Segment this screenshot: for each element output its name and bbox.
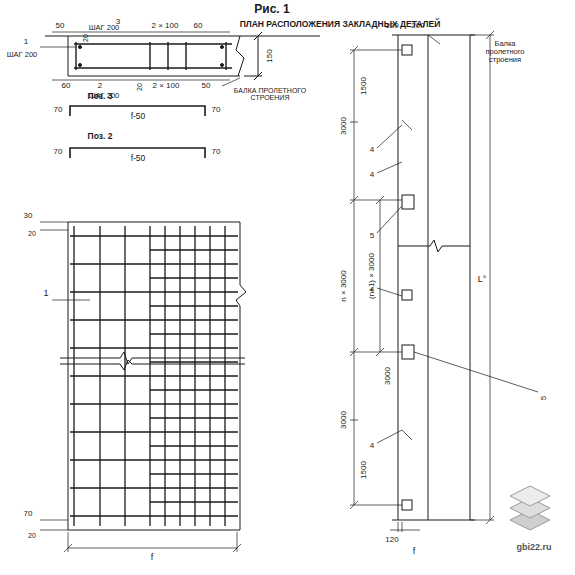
embedded-plan <box>350 31 538 532</box>
rebar-line <box>150 473 238 474</box>
rebar-line <box>150 305 238 306</box>
drawing-label: 2 × 100 <box>152 22 179 30</box>
drawing-label: ПЛАН РАСПОЛОЖЕНИЯ ЗАКЛАДНЫХ ДЕТАЛЕЙ <box>240 20 441 29</box>
drawing-label: 1500 <box>360 77 368 95</box>
drawing-label: 200 <box>411 22 424 30</box>
drawing-label: 1500 <box>360 461 368 479</box>
drawing-label: 120 <box>385 536 398 544</box>
rebar-line <box>70 347 238 348</box>
drawing-label: L° <box>478 275 487 284</box>
rebar-line <box>70 235 238 236</box>
drawing-label: Рис. 1 <box>254 3 289 16</box>
drawing-label: ШАГ 200 <box>7 51 38 59</box>
drawing-label: 20 <box>28 532 36 539</box>
drawing-label: 20 <box>136 83 143 91</box>
drawing-label: 4 <box>370 286 374 294</box>
drawing-label: f <box>151 553 154 562</box>
drawing-label: 1 <box>43 289 48 298</box>
drawing-label: f-50 <box>131 112 146 121</box>
drawing-label: 5 <box>540 396 548 400</box>
drawing-label: 4 <box>370 146 374 154</box>
drawing-label: 3000 <box>384 367 392 385</box>
drawing-label: Балка пролетного строения <box>475 40 535 64</box>
rebar-line <box>150 277 238 278</box>
drawing-label: 4 <box>370 171 374 179</box>
drawing-label: 3000 <box>340 117 348 135</box>
drawing-label: 50 <box>56 22 65 30</box>
drawing-label: ШАГ 200 <box>89 24 120 32</box>
drawing-label: Поз. 2 <box>88 132 113 141</box>
rebar-line <box>70 459 238 460</box>
drawing-label: 120 <box>385 22 398 30</box>
drawing-label: n × 3000 <box>340 270 348 301</box>
drawing-label: 60 <box>62 82 71 90</box>
beam-section <box>40 32 320 86</box>
drawing-label: 150 <box>266 49 274 62</box>
rebar-line <box>150 361 238 362</box>
drawing-label: 2 <box>98 82 102 90</box>
drawing-label: gbi22.ru <box>516 543 551 552</box>
rebar-line <box>70 291 238 292</box>
drawing-label: 20 <box>28 230 36 237</box>
rebar-line <box>70 319 238 320</box>
rebar-line <box>150 389 238 390</box>
drawing-label: 70 <box>54 106 63 114</box>
drawing-label: f <box>413 547 416 556</box>
drawing-label: 4 <box>370 442 374 450</box>
rebar-line <box>70 431 238 432</box>
drawing-label: f-50 <box>131 154 146 163</box>
drawing-label: Поз. 3 <box>88 92 113 101</box>
rebar-line <box>70 263 238 264</box>
rebar-line <box>70 515 238 516</box>
rebar-line <box>150 501 238 502</box>
bar-shapes <box>70 106 205 158</box>
drawing-label: 1 <box>24 38 28 46</box>
rebar-line <box>70 403 238 404</box>
rebar-line <box>150 249 238 250</box>
drawing-label: 70 <box>54 148 63 156</box>
drawing-label: 70 <box>212 106 221 114</box>
drawing-label: 60 <box>194 22 203 30</box>
drawing-label: 3000 <box>340 411 348 429</box>
drawing-label: БАЛКА ПРОЛЕТНОГО СТРОЕНИЯ <box>230 87 310 102</box>
drawing-label: 50 <box>202 82 211 90</box>
rebar-line <box>150 333 238 334</box>
cage-grid <box>40 222 246 552</box>
drawing-label: 70 <box>24 510 33 518</box>
rebar-line <box>150 445 238 446</box>
drawing-label: 70 <box>212 148 221 156</box>
drawing-label: 2 × 100 <box>153 82 180 90</box>
drawing-label: 5 <box>370 232 374 240</box>
rebar-line <box>70 487 238 488</box>
rebar-line <box>70 375 238 376</box>
drawing-label: 20 <box>82 34 89 42</box>
rebar-line <box>150 417 238 418</box>
watermark-logo <box>510 486 550 530</box>
drawing-label: 30 <box>24 212 33 220</box>
